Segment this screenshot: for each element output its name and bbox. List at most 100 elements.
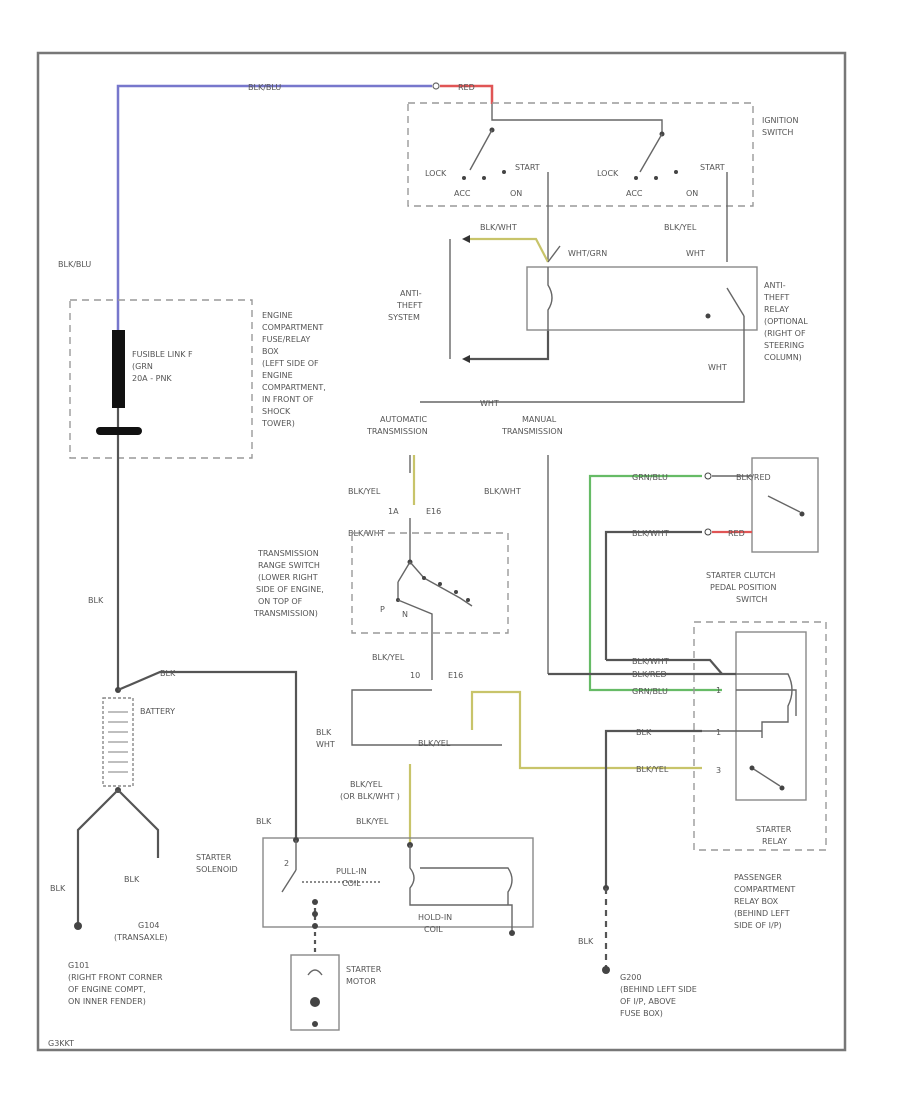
connector-c1 [432, 82, 440, 90]
svg-text:COLUMN): COLUMN) [764, 353, 802, 362]
svg-text:COMPARTMENT: COMPARTMENT [734, 885, 795, 894]
wire-label-wht-relay: WHT [686, 249, 705, 258]
wire-label-blk-r: BLK [636, 728, 652, 737]
wire-label-blk-g1: BLK [50, 884, 66, 893]
diagram-border [36, 51, 847, 1052]
svg-text:RELAY: RELAY [764, 305, 789, 314]
svg-text:COIL: COIL [424, 925, 443, 934]
pin-label-p4: 1A [388, 507, 399, 516]
relay-switch-dot [779, 785, 785, 791]
svg-text:(BEHIND LEFT: (BEHIND LEFT [734, 909, 790, 918]
range-switch-terminals [396, 576, 470, 602]
svg-text:PASSENGER: PASSENGER [734, 873, 782, 882]
starter-motor-ground [312, 1021, 318, 1027]
relay-switch-common [749, 765, 755, 771]
g101-label: G101 (RIGHT FRONT CORNER OF ENGINE COMPT… [68, 961, 163, 1006]
anti-theft-system-label: ANTI- THEFT SYSTEM [388, 289, 422, 322]
starter-solenoid-box [262, 837, 534, 928]
hold-in-coil [420, 867, 513, 905]
svg-text:TOWER): TOWER) [261, 419, 295, 428]
svg-text:HOLD-IN: HOLD-IN [418, 913, 452, 922]
svg-text:BOX: BOX [262, 347, 279, 356]
svg-text:LOCK: LOCK [425, 169, 447, 178]
svg-text:COMPARTMENT: COMPARTMENT [262, 323, 323, 332]
clutch-terminal-2 [704, 528, 712, 536]
wire-label-blk-yel-2: BLK/YEL [372, 653, 405, 662]
svg-text:ENGINE: ENGINE [262, 371, 293, 380]
solenoid-ground [509, 930, 515, 936]
wire-label-blk-yel-3: BLK/YEL [356, 817, 389, 826]
svg-text:RANGE SWITCH: RANGE SWITCH [258, 561, 320, 570]
svg-text:TRANSMISSION: TRANSMISSION [366, 427, 428, 436]
wire-label-blk-g2: BLK [124, 875, 140, 884]
anti-theft-yellow-wire [470, 237, 549, 263]
wire-label-blk-wht-r1: BLK/WHT [632, 529, 669, 538]
wire-label-grn-blu-r: GRN/BLU [632, 687, 668, 696]
relay-box-label: PASSENGER COMPARTMENT RELAY BOX (BEHIND … [734, 873, 795, 930]
wire-label-blk-red: BLK/RED [736, 473, 771, 482]
wire-label-blk-main: BLK [88, 596, 104, 605]
anti-theft-return-wire [470, 330, 550, 361]
wire-label-blk-wht-relay-1: BLK/WHT [632, 657, 669, 666]
svg-text:(TRANSAXLE): (TRANSAXLE) [114, 933, 168, 942]
svg-text:IGNITION: IGNITION [762, 116, 798, 125]
svg-text:ACC: ACC [626, 189, 643, 198]
pull-in-coil-label: PULL-IN COIL [336, 867, 367, 888]
wire-label-wht-bottom: WHT [708, 363, 727, 372]
svg-text:ANTI-: ANTI- [400, 289, 422, 298]
svg-text:ACC: ACC [454, 189, 471, 198]
blk-blu-wire [116, 84, 432, 330]
hold-in-coil-label: HOLD-IN COIL [418, 913, 452, 934]
ignition-terminals [462, 170, 678, 180]
wire-label-or-blk-wht: (OR BLK/WHT ) [340, 792, 400, 801]
wire-label-blk-wht-man: BLK/WHT [484, 487, 521, 496]
fuse-box-label: ENGINE COMPARTMENT FUSE/RELAY BOX (LEFT … [261, 311, 326, 428]
pin-label-p1: E16 [426, 507, 441, 516]
starter-motor-label: STARTER MOTOR [346, 965, 382, 986]
g200-label: G200 (BEHIND LEFT SIDE OF I/P, ABOVE FUS… [620, 973, 697, 1018]
svg-text:(RIGHT OF: (RIGHT OF [764, 329, 806, 338]
wire-label-blk-yel-ig: BLK/YEL [664, 223, 697, 232]
blk-ground-g104 [117, 789, 160, 858]
starter-solenoid-label: STARTER SOLENOID [196, 853, 238, 874]
solenoid-switch [281, 869, 297, 893]
svg-text:SOLENOID: SOLENOID [196, 865, 238, 874]
svg-text:TRANSMISSION: TRANSMISSION [501, 427, 563, 436]
range-switch-outline [351, 532, 509, 634]
svg-text:G101: G101 [68, 961, 89, 970]
ignition-bus [491, 104, 663, 132]
svg-text:IN FRONT OF: IN FRONT OF [262, 395, 314, 404]
svg-text:THEFT: THEFT [763, 293, 789, 302]
wire-label-red-cl: RED [728, 529, 745, 538]
blk-wht-clutch-wire [604, 530, 702, 660]
pin-label-p7: 3 [716, 766, 721, 775]
relay-coil [736, 673, 793, 738]
yellow-starter-relay-wire [470, 690, 702, 770]
starter-relay-box [735, 631, 807, 801]
svg-text:ON INNER FENDER): ON INNER FENDER) [68, 997, 146, 1006]
svg-text:ON: ON [686, 189, 698, 198]
relay-box-outline [693, 621, 827, 851]
wire-label-blk-batt: BLK [160, 669, 176, 678]
blk-wht-relay-wire [606, 658, 723, 675]
svg-text:(BEHIND LEFT SIDE: (BEHIND LEFT SIDE [620, 985, 697, 994]
anti-theft-relay-out [420, 316, 745, 403]
wht-starter-wire [351, 689, 502, 746]
ignition-contact-2 [639, 133, 663, 173]
ignition-contact-1 [469, 129, 493, 171]
svg-text:ENGINE: ENGINE [262, 311, 293, 320]
svg-text:G104: G104 [138, 921, 159, 930]
range-switch-out [397, 599, 433, 680]
svg-text:ANTI-: ANTI- [764, 281, 786, 290]
svg-text:SIDE OF ENGINE,: SIDE OF ENGINE, [256, 585, 324, 594]
range-switch-p: P [380, 605, 385, 614]
svg-text:LOCK: LOCK [597, 169, 619, 178]
anti-theft-relay-coil [547, 267, 553, 330]
battery-label: BATTERY [140, 707, 175, 716]
pin-label-p2: 10 [410, 671, 420, 680]
anti-theft-relay-label: ANTI- THEFT RELAY (OPTIONAL (RIGHT OF ST… [763, 281, 808, 362]
wire-label-blk-blu-top: BLK/BLU [248, 83, 281, 92]
wire-label-blk-yel-h: BLK/YEL [418, 739, 451, 748]
svg-text:SIDE OF I/P): SIDE OF I/P) [734, 921, 782, 930]
